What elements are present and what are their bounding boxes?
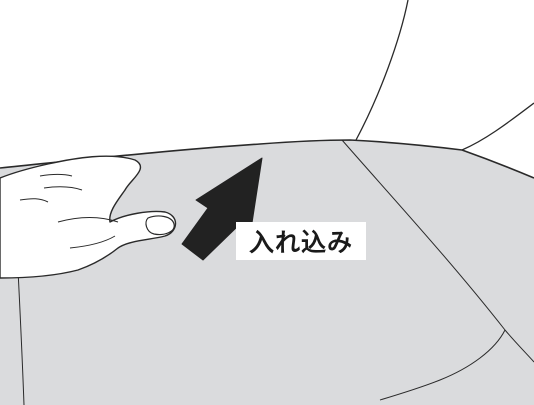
seat-cover-seam bbox=[341, 139, 534, 363]
seat-cover-left-edge bbox=[17, 269, 25, 405]
seat-cover-top-edge bbox=[0, 139, 534, 179]
seat-cover-lower-curve bbox=[379, 329, 506, 401]
arrow-up-icon bbox=[181, 157, 263, 261]
seat-back-outline bbox=[355, 0, 409, 141]
seat-back-outline-right bbox=[461, 102, 534, 151]
callout-label: 入れ込み bbox=[236, 222, 366, 260]
hand-icon bbox=[0, 155, 177, 279]
